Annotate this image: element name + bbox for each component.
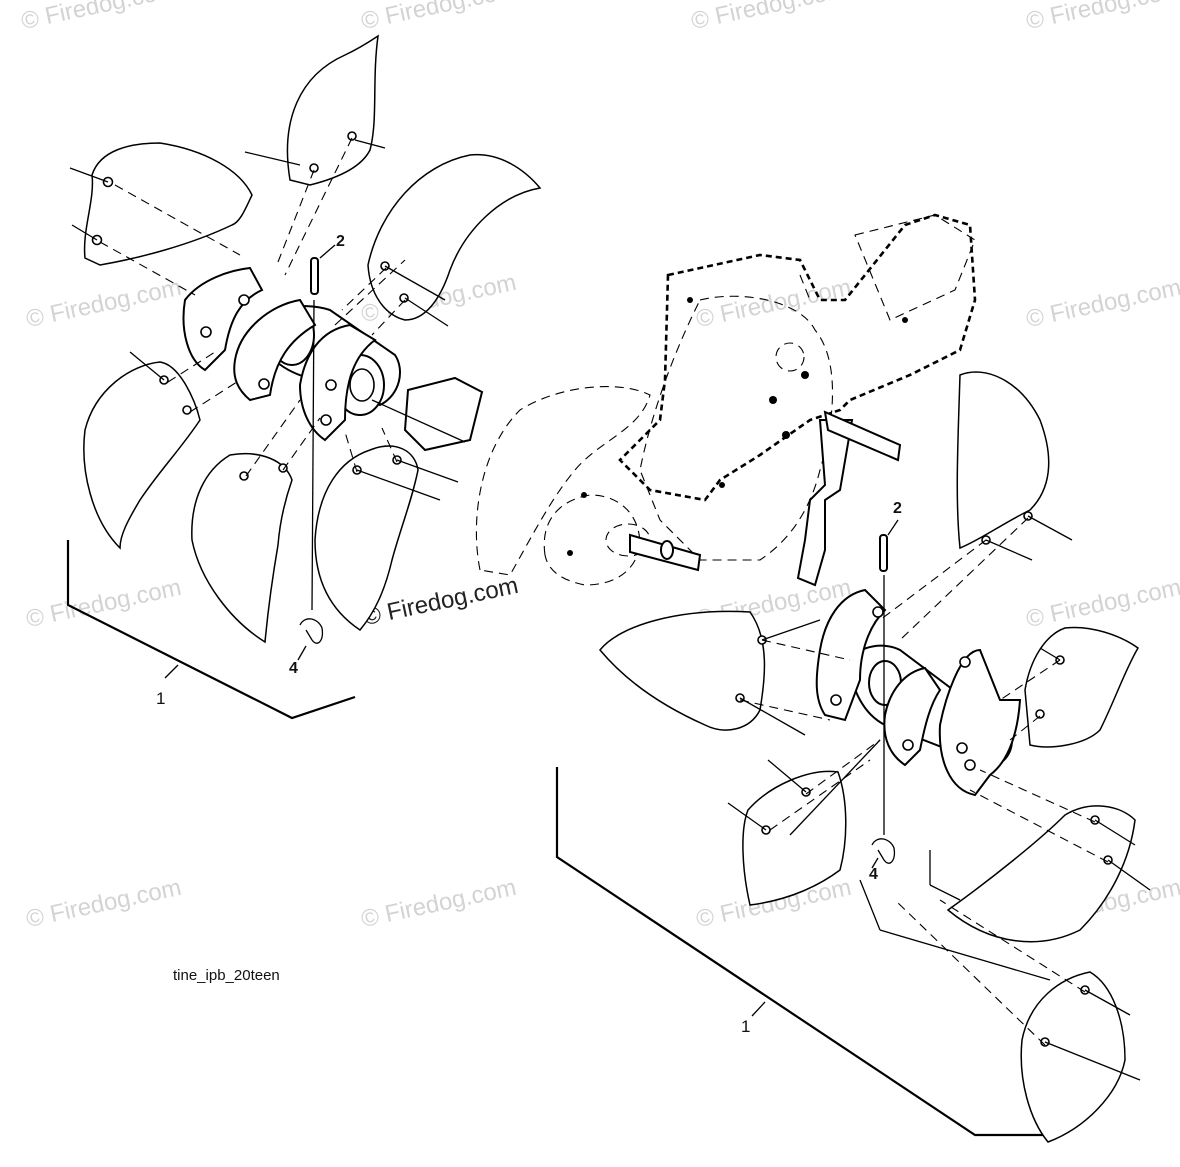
left-tine-assembly (66, 34, 542, 720)
assembly-leaders (99, 137, 406, 477)
bolt-hole (956, 742, 968, 754)
callout-pin: 2 (893, 500, 902, 517)
tine-flange (815, 588, 887, 722)
callout-assembly: 1 (156, 689, 166, 708)
bolt-hole (278, 463, 288, 473)
pin-leader (319, 244, 336, 259)
bolt-hole (872, 606, 884, 618)
bolt-hole (830, 694, 842, 706)
tine-blade (83, 361, 201, 550)
tine-blade (742, 770, 847, 906)
bolt-hole (399, 293, 409, 303)
tine-blade (946, 805, 1136, 943)
tine-blade (83, 142, 253, 266)
leader-lines (727, 515, 1151, 1081)
callout-pin: 2 (336, 233, 345, 250)
tine-flange (298, 323, 377, 442)
bolt-hole (902, 739, 914, 751)
leader-lines (69, 139, 466, 501)
tine-blade (956, 371, 1050, 550)
tine-blade (1024, 626, 1139, 748)
clevis-pin (310, 257, 319, 295)
clip-leader (297, 645, 307, 661)
bolt-hole (1035, 709, 1045, 719)
tine-blade (1020, 971, 1126, 1143)
clevis-pin (879, 534, 888, 572)
bolt-hole (959, 656, 971, 668)
assembly-leaders (739, 517, 1109, 1046)
bolt-hole (325, 379, 337, 391)
tine-blade (599, 610, 766, 731)
tine-blade (191, 453, 293, 644)
right-tine-assembly (555, 371, 1151, 1143)
bolt-hole (182, 405, 192, 415)
right-assembly-leader (751, 1001, 766, 1017)
clip-leader (871, 857, 879, 869)
right-assembly-bracket (555, 767, 1060, 1137)
bolt-hole (200, 326, 212, 338)
bolt-hole (320, 414, 332, 426)
mount-bracket (796, 419, 854, 587)
pin-centerline (311, 299, 315, 611)
tine-flange (938, 648, 1022, 797)
bolt-hole (964, 759, 976, 771)
tine-flange (883, 666, 942, 767)
bolt-hole (258, 378, 270, 390)
bolt-hole (347, 131, 357, 141)
callout-assembly: 1 (741, 1017, 751, 1036)
hairpin-clip (299, 618, 324, 644)
mount-shaft (823, 410, 902, 462)
callout-clip: 4 (289, 660, 298, 677)
pin-leader (887, 519, 899, 536)
tine-blade (286, 34, 379, 186)
axle-end (660, 540, 674, 560)
bolt-hole (239, 471, 249, 481)
tiller-frame (475, 213, 977, 586)
shaft-end-block (403, 376, 484, 452)
tine-flange (233, 298, 317, 402)
diagram-caption: tine_ipb_20teen (173, 967, 280, 984)
left-assembly-leader (164, 664, 179, 679)
tine-flange (182, 266, 264, 372)
left-assembly-bracket (66, 540, 356, 720)
shaft-bore (349, 368, 375, 402)
bolt-hole (309, 163, 319, 173)
tine-blade (367, 153, 542, 321)
bolt-hole (238, 294, 250, 306)
callout-clip: 4 (869, 866, 878, 883)
tine-blade (314, 445, 419, 631)
hairpin-clip (871, 838, 896, 864)
